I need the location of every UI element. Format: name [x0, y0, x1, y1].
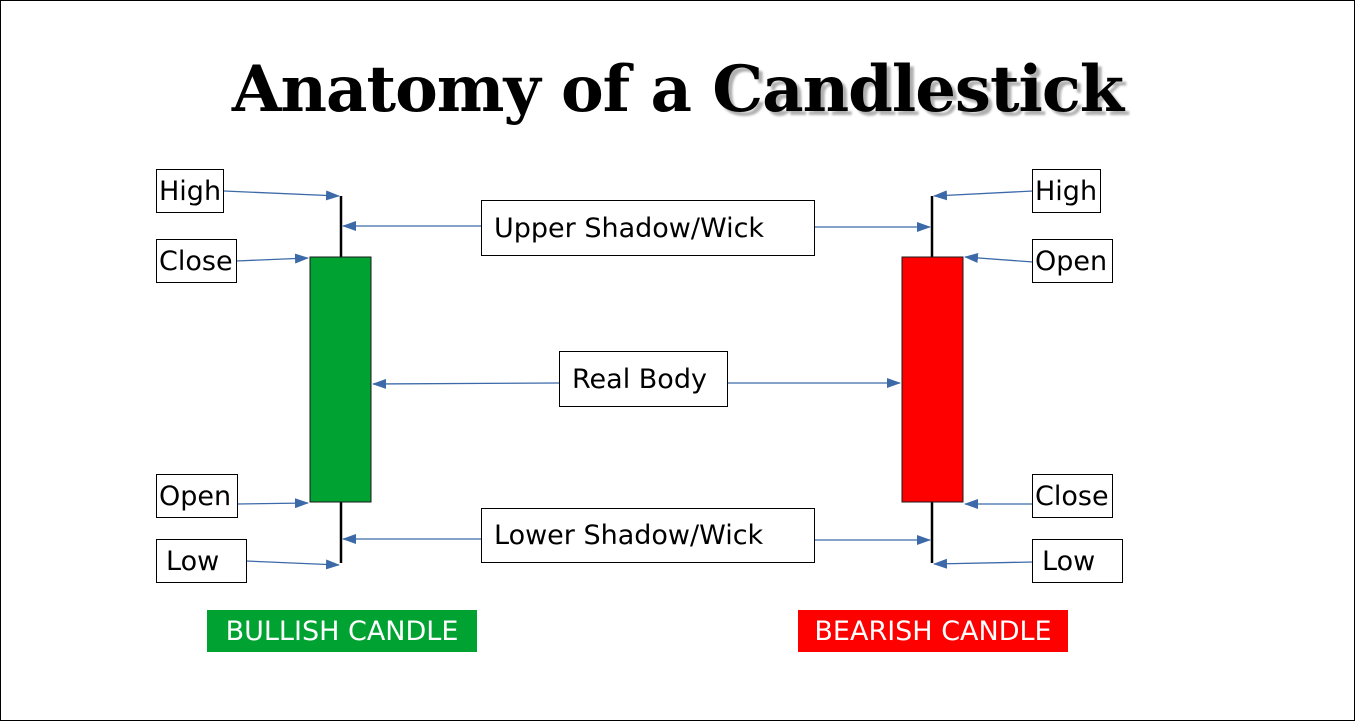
arrow-bearish-low [933, 558, 1034, 569]
arrow-bearish-high [933, 190, 1034, 201]
bullish-candle-badge: BULLISH CANDLE [207, 610, 477, 652]
arrow-bearish-open [964, 252, 1034, 263]
bearish-candle-badge: BEARISH CANDLE [798, 610, 1068, 652]
bearish-open-label: Open [1032, 239, 1113, 283]
arrow-bullish-open [236, 498, 309, 509]
arrow-bullish-high [223, 190, 340, 201]
arrow-bullish-close [235, 253, 309, 264]
arrow-bullish-low [245, 559, 340, 570]
bullish-open-label: Open [156, 474, 238, 518]
lower-shadow-label: Lower Shadow/Wick [481, 508, 815, 563]
upper-shadow-label: Upper Shadow/Wick [481, 200, 815, 256]
bearish-close-label: Close [1032, 474, 1113, 518]
arrow-real-body-left [372, 378, 560, 389]
bearish-low-label: Low [1032, 539, 1123, 583]
bullish-low-label: Low [156, 539, 247, 583]
real-body-label: Real Body [559, 351, 728, 407]
bearish-high-label: High [1032, 169, 1101, 213]
title-part-2: Candlestick [712, 52, 1124, 127]
bullish-real-body [309, 256, 372, 503]
title-part-1: Anatomy of a [231, 52, 713, 127]
bullish-high-label: High [156, 169, 224, 213]
bearish-real-body [901, 256, 964, 503]
page-title: Anatomy of a Candlestick [0, 52, 1355, 127]
bullish-close-label: Close [156, 239, 237, 283]
